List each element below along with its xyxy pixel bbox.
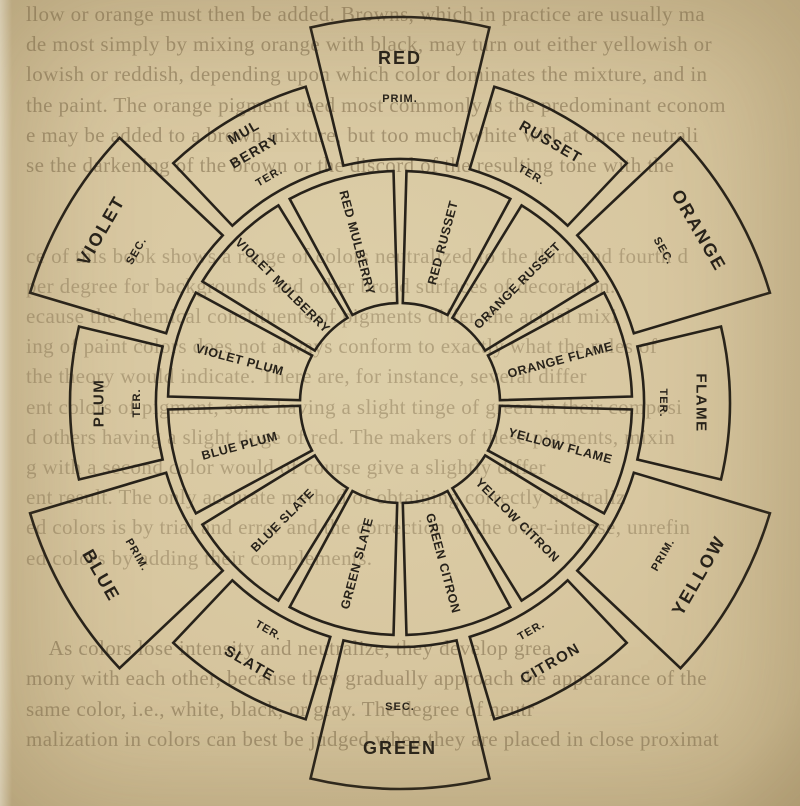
- wedge-red-russet: [401, 169, 513, 317]
- rank-russet: TER.: [516, 163, 547, 188]
- rank-red: PRIM.: [382, 93, 418, 105]
- label-blue: BLUE: [78, 546, 124, 605]
- wedge-mulberry: [171, 85, 332, 228]
- wedge-green: [308, 638, 492, 791]
- rank-slate: TER.: [253, 618, 284, 643]
- wedge-red-mulberry: [287, 169, 399, 317]
- bleed-text-line: d others having a slight tinge of red. T…: [26, 424, 676, 449]
- page-edge-highlight: [0, 0, 12, 806]
- bleed-text-line: same color, i.e., white, black, or gray.…: [26, 696, 535, 721]
- bleed-text-line: ent result. The only accurate method of …: [26, 485, 626, 510]
- rank-violet: SEC.: [124, 235, 149, 267]
- bleed-text-line: llow or orange must then be added. Brown…: [26, 2, 706, 26]
- label-green: GREEN: [363, 738, 437, 758]
- label-orange: ORANGE: [667, 186, 730, 275]
- label-plum: PLUM: [91, 379, 108, 428]
- bleed-text-line: ecause the chemical constituents of pigm…: [26, 304, 618, 328]
- rank-citron: TER.: [516, 618, 547, 643]
- label-yellow: YELLOW: [668, 532, 730, 619]
- wedge-orange: [575, 135, 772, 335]
- label-green-slate: GREEN SLATE: [338, 516, 376, 611]
- label-blue-plum: BLUE PLUM: [200, 429, 279, 463]
- bleed-text-line: ed colors by adding their complements.: [26, 545, 373, 570]
- bleed-text-line: e may be added to a brown mixture, but t…: [26, 122, 699, 147]
- wedge-blue-slate: [200, 453, 350, 603]
- wedge-orange-flame: [486, 290, 634, 402]
- label-violet: VIOLET: [73, 192, 129, 269]
- label-blue-slate: BLUE SLATE: [248, 486, 317, 555]
- bleed-text-line: g with a second color would of course gi…: [26, 455, 546, 479]
- label-green-citron: GREEN CITRON: [423, 512, 463, 615]
- wedge-flame: [635, 324, 732, 482]
- label-yellow-citron: YELLOW CITRON: [473, 476, 563, 566]
- wedge-plum: [68, 324, 165, 482]
- bleed-text-line: per degree for backgrounds and other bro…: [26, 273, 616, 298]
- bleed-text-line: lowish or reddish, depending upon which …: [26, 62, 708, 87]
- label-slate: SLATE: [221, 642, 278, 685]
- rank-green: SEC.: [385, 701, 415, 713]
- label-citron: CITRON: [517, 640, 583, 688]
- wedge-violet-plum: [166, 290, 314, 402]
- bleed-text-line: the paint. The orange pigment used most …: [26, 92, 726, 117]
- wedge-blue: [28, 471, 225, 671]
- rank-mulberry: TER.: [254, 165, 285, 190]
- wedge-orange-russet: [450, 203, 600, 353]
- wedge-yellow-citron: [450, 453, 600, 603]
- wedge-red: [308, 15, 492, 168]
- wedge-slate: [171, 578, 332, 721]
- label-russet: RUSSET: [516, 118, 585, 168]
- label-orange-russet: ORANGE RUSSET: [471, 239, 564, 332]
- label-orange-flame: ORANGE FLAME: [506, 339, 615, 381]
- wedge-violet-mulberry: [200, 203, 350, 353]
- rank-orange: SEC.: [651, 235, 676, 267]
- bleed-text-line: de most simply by mixing orange with bla…: [26, 32, 712, 57]
- rank-plum: TER.: [131, 388, 143, 417]
- label-red: RED: [378, 48, 422, 68]
- wedge-green-slate: [287, 489, 399, 637]
- rank-yellow: PRIM.: [649, 537, 677, 574]
- bleed-text-line: malization in colors can best be judged …: [26, 726, 720, 751]
- rank-flame: TER.: [657, 388, 669, 417]
- wedge-violet: [28, 135, 225, 335]
- label-yellow-flame: YELLOW FLAME: [507, 425, 614, 466]
- wedge-citron: [468, 578, 629, 721]
- label-flame: FLAME: [693, 373, 710, 432]
- wedge-yellow: [575, 471, 772, 671]
- wedge-russet: [468, 85, 629, 228]
- label-violet-plum: VIOLET PLUM: [194, 342, 285, 379]
- label-red-mulberry: RED MULBERRY: [336, 189, 377, 296]
- rank-blue: PRIM.: [123, 537, 151, 574]
- label-red-russet: RED RUSSET: [425, 199, 461, 286]
- wedge-blue-plum: [166, 404, 314, 516]
- wedge-green-citron: [401, 489, 513, 637]
- bleed-text-line: ed colors is by trial and error and the …: [26, 515, 691, 540]
- wedge-yellow-flame: [486, 404, 634, 516]
